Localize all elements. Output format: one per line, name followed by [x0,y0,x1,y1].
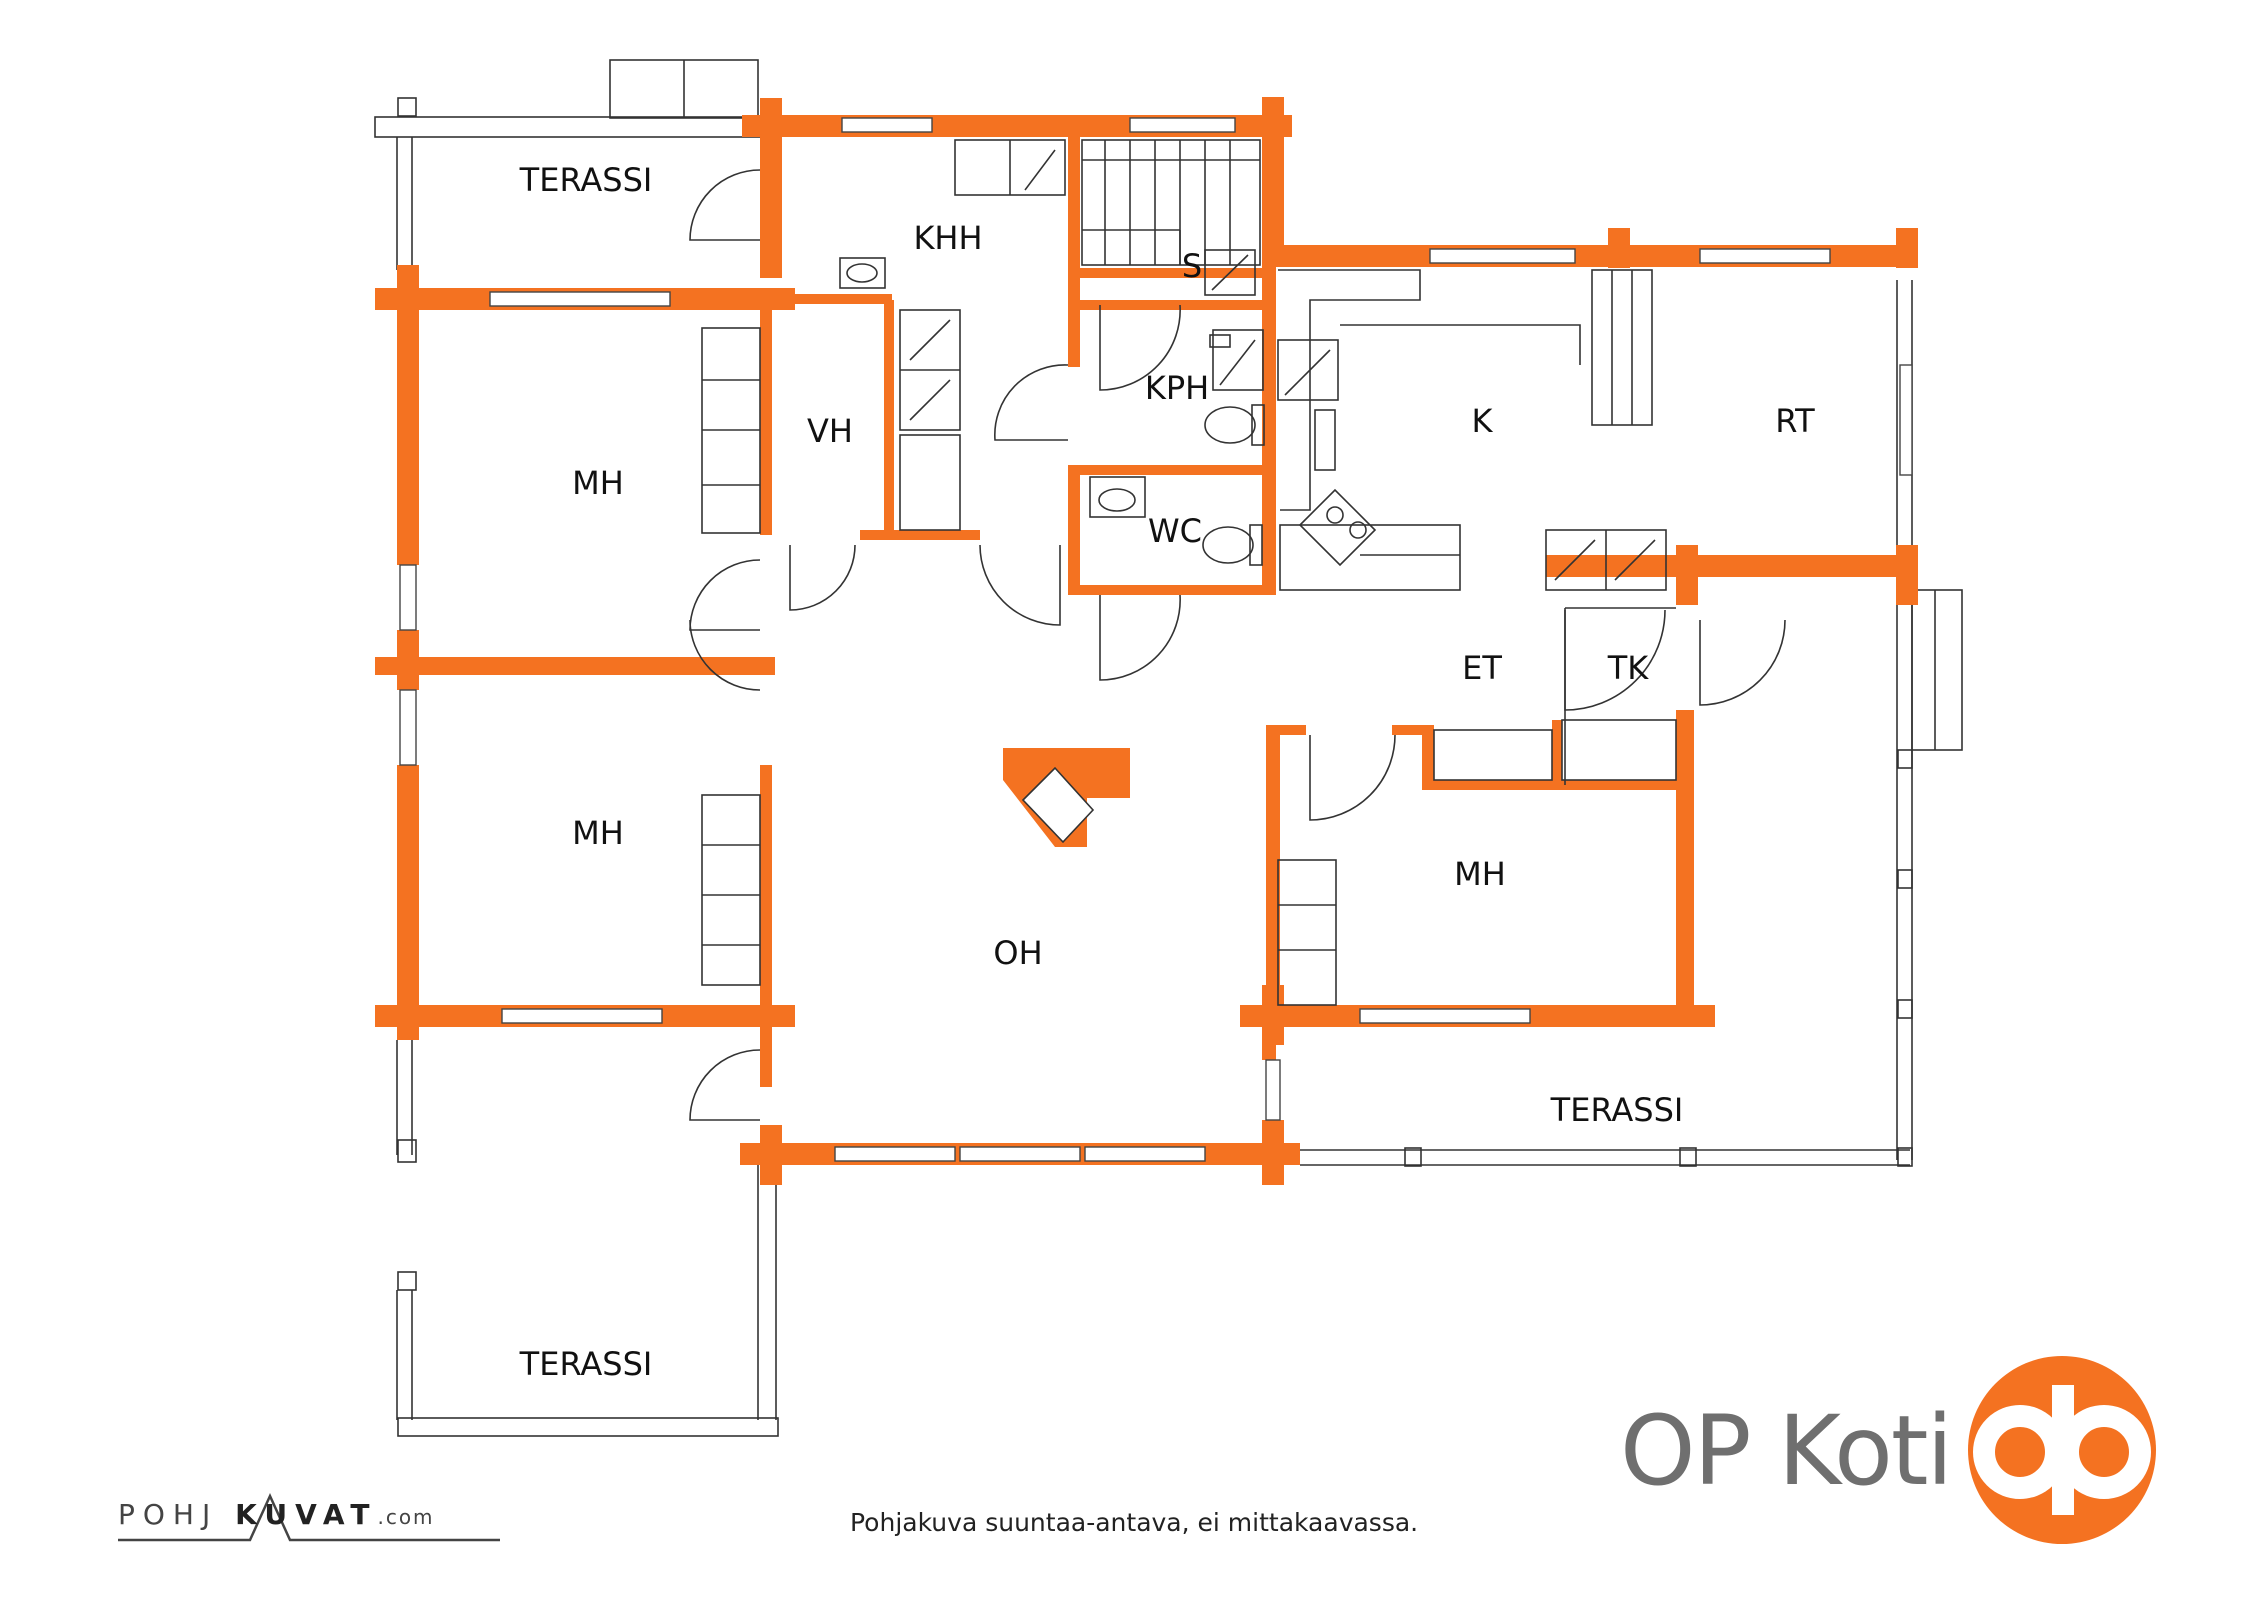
terrace-outlines [374,59,1963,1437]
room-label-mh-mid: MH [572,814,624,852]
room-label-oh: OH [993,934,1042,972]
pohjakuvat-logo-lines [118,1492,500,1542]
doors [689,169,1786,1121]
op-logo-icon [1968,1356,2156,1544]
stairs [1081,139,1261,296]
room-label-terassi-nw: TERASSI [519,161,653,199]
brand-name: OP Koti [1620,1395,1953,1507]
room-label-terassi-sw: TERASSI [519,1345,653,1383]
watermark-part2: KUVAT [235,1498,378,1531]
room-label-s: S [1182,247,1202,285]
room-labels: TERASSI KHH S MH VH KPH WC K RT ET TK MH… [519,161,1816,1383]
watermark-part1: POHJ [118,1498,219,1531]
room-label-kph: KPH [1145,369,1209,407]
room-label-tk: TK [1607,649,1650,687]
room-label-et: ET [1462,649,1502,687]
room-label-vh: VH [807,412,853,450]
caption: Pohjakuva suuntaa-antava, ei mittakaavas… [850,1508,1419,1537]
fixtures [701,139,1677,1006]
room-label-k: K [1472,402,1494,440]
room-label-terassi-se: TERASSI [1550,1091,1684,1129]
room-label-rt: RT [1775,402,1815,440]
watermark-part3: .com [377,1505,435,1529]
room-label-wc: WC [1148,512,1202,550]
room-label-khh: KHH [913,219,982,257]
room-label-mh-right: MH [1454,855,1506,893]
windows [399,117,1913,1162]
pohjakuvat-watermark: POHJ KUVAT.com [118,1498,435,1531]
room-label-mh-top: MH [572,464,624,502]
